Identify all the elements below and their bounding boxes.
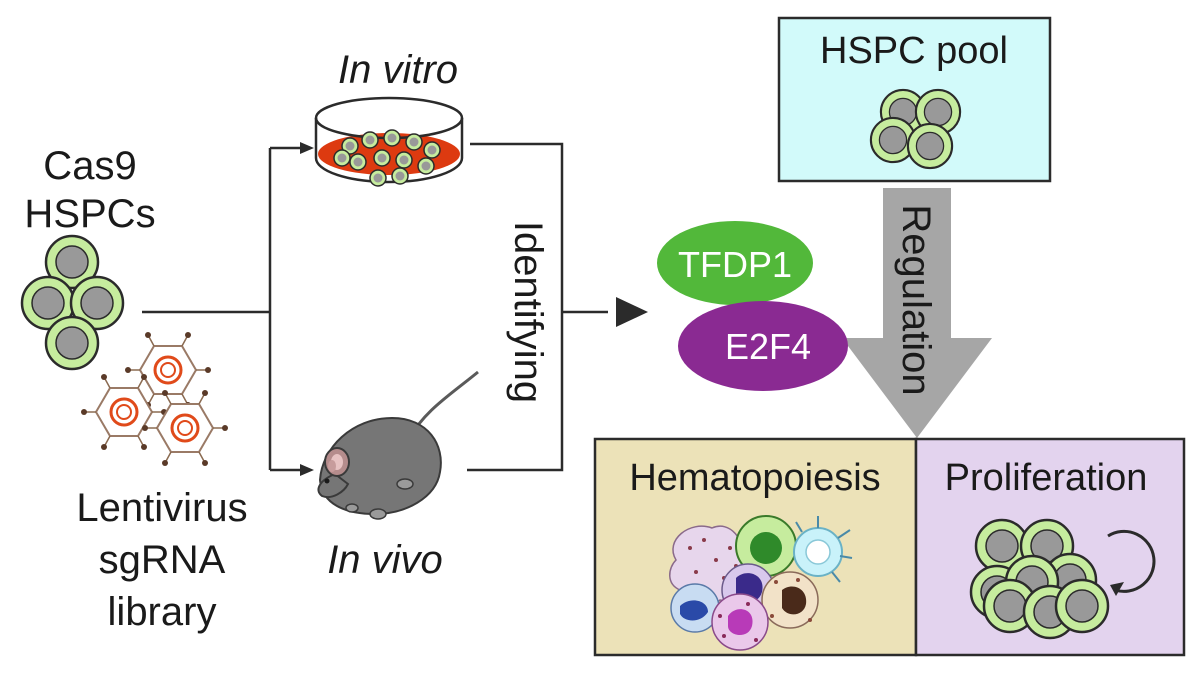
e2f4-label: E2F4	[724, 326, 812, 367]
in-vitro-label: In vitro	[337, 48, 459, 92]
cas9-label-line-2: HSPCs	[24, 192, 156, 236]
tfdp1-label: TFDP1	[677, 244, 793, 285]
cycle-arrow-icon	[1107, 529, 1156, 596]
petri-dish-icon	[314, 96, 464, 187]
cas9-hspc-cluster-icon	[20, 234, 125, 371]
arrowheads	[300, 142, 648, 476]
cas9-label-line-1: Cas9	[43, 144, 137, 188]
in-vivo-label: In vivo	[327, 538, 443, 582]
lentivirus-label-line-3: library	[107, 590, 217, 634]
regulation-label: Regulation	[894, 204, 938, 396]
arrowhead-in-vitro	[300, 142, 314, 154]
regulation-arrow	[842, 188, 992, 438]
arrowhead-in-vivo	[300, 464, 314, 476]
identifying-label: Identifying	[506, 220, 550, 404]
proliferation-label: Proliferation	[944, 457, 1148, 499]
mouse-icon	[317, 370, 479, 520]
e2f4-ellipse	[678, 301, 848, 391]
arrowhead-identifying	[616, 297, 648, 327]
hematopoiesis-label: Hematopoiesis	[629, 457, 881, 499]
lentivirus-label-line-2: sgRNA	[98, 538, 226, 582]
hspc-pool-label: HSPC pool	[820, 30, 1008, 72]
lentivirus-library-label: Lentivirus sgRNA library	[76, 482, 247, 638]
lentivirus-particles-icon	[79, 330, 230, 468]
hspc-pool-cells-icon	[869, 88, 962, 170]
lentivirus-label-line-1: Lentivirus	[76, 486, 248, 530]
screen-branch-lines	[142, 142, 608, 472]
tfdp1-ellipse	[657, 221, 813, 305]
cas9-hspcs-label: Cas9 HSPCs	[24, 142, 155, 238]
blood-cells-icon	[669, 515, 853, 651]
